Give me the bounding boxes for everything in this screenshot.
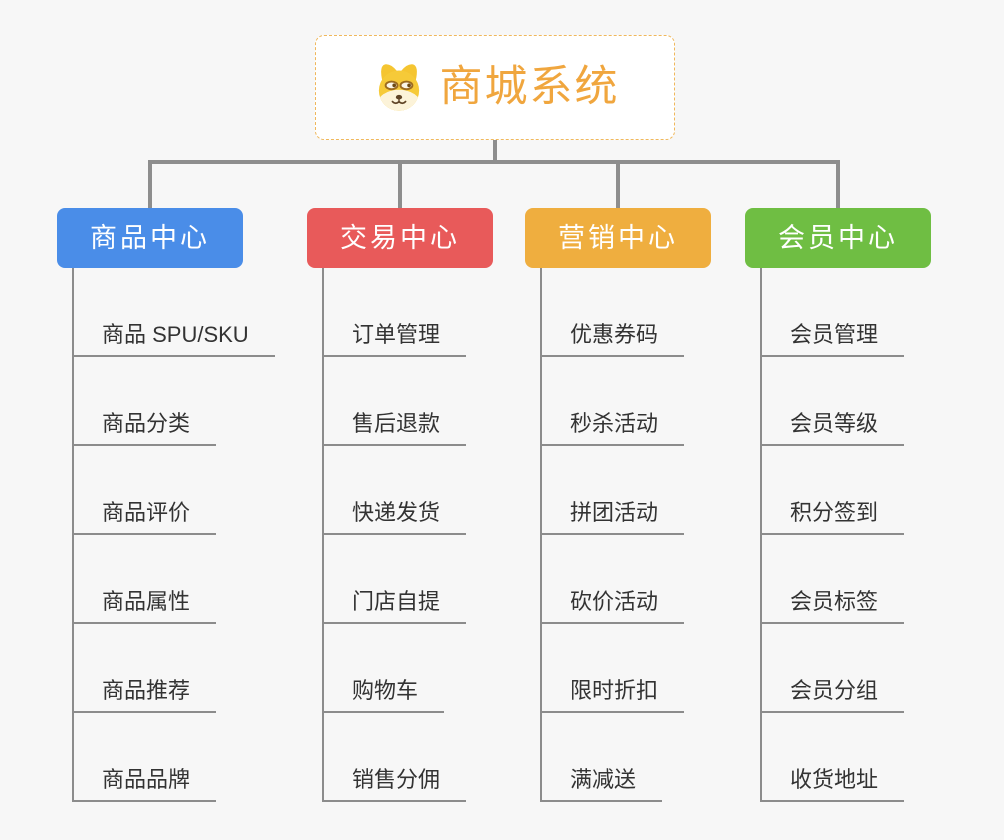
child-topic-label: 售后退款 (322, 411, 467, 446)
branch-children: 会员管理会员等级积分签到会员标签会员分组收货地址 (760, 268, 905, 802)
branch-header-label: 营销中心 (558, 222, 678, 253)
child-topic[interactable]: 门店自提 (322, 535, 467, 624)
child-topic-label: 订单管理 (322, 322, 467, 357)
child-topic-label: 商品品牌 (72, 767, 217, 802)
branch-header-label: 交易中心 (340, 222, 460, 253)
branch: 会员中心 会员管理会员等级积分签到会员标签会员分组收货地址 (745, 208, 995, 808)
branch-header[interactable]: 商品中心 (57, 208, 243, 268)
connector-drop-line (616, 160, 620, 208)
child-topic-label: 砍价活动 (540, 589, 685, 624)
child-topic-label: 满减送 (540, 767, 663, 802)
child-topic[interactable]: 优惠券码 (540, 268, 685, 357)
connector-branch-line (540, 268, 542, 802)
child-topic-label: 优惠券码 (540, 322, 685, 357)
child-topic[interactable]: 拼团活动 (540, 446, 685, 535)
child-topic[interactable]: 会员管理 (760, 268, 905, 357)
child-topic-label: 收货地址 (760, 767, 905, 802)
branch-children: 优惠券码秒杀活动拼团活动砍价活动限时折扣满减送 (540, 268, 685, 802)
child-topic[interactable]: 限时折扣 (540, 624, 685, 713)
connector-horizontal-bar (148, 160, 840, 164)
child-topic-label: 商品评价 (72, 500, 217, 535)
branch-children: 商品 SPU/SKU 商品分类商品评价商品属性商品推荐商品品牌 (72, 268, 275, 802)
connector-drop-line (398, 160, 402, 208)
child-topic[interactable]: 销售分佣 (322, 713, 467, 802)
child-topic-label: 积分签到 (760, 500, 905, 535)
child-topic[interactable]: 商品属性 (72, 535, 275, 624)
child-topic[interactable]: 会员标签 (760, 535, 905, 624)
branch: 营销中心 优惠券码秒杀活动拼团活动砍价活动限时折扣满减送 (525, 208, 775, 808)
connector-branch-line (760, 268, 762, 802)
dog-face-icon (371, 60, 427, 116)
connector-branch-line (72, 268, 74, 802)
child-topic[interactable]: 商品 SPU/SKU (72, 268, 275, 357)
branch-header[interactable]: 营销中心 (525, 208, 711, 268)
child-topic[interactable]: 积分签到 (760, 446, 905, 535)
child-topic[interactable]: 秒杀活动 (540, 357, 685, 446)
child-topic[interactable]: 购物车 (322, 624, 466, 713)
branch: 交易中心 订单管理售后退款快递发货门店自提购物车销售分佣 (307, 208, 557, 808)
connector-branch-line (322, 268, 324, 802)
branch: 商品中心 商品 SPU/SKU 商品分类商品评价商品属性商品推荐商品品牌 (57, 208, 307, 808)
connector-drop-line (836, 160, 840, 208)
child-topic-label: 商品推荐 (72, 678, 217, 713)
child-topic-label: 秒杀活动 (540, 411, 685, 446)
root-topic[interactable]: 商城系统 (315, 35, 675, 140)
child-topic-label: 快递发货 (322, 500, 467, 535)
child-topic[interactable]: 订单管理 (322, 268, 467, 357)
child-topic[interactable]: 砍价活动 (540, 535, 685, 624)
root-topic-label: 商城系统 (439, 63, 620, 111)
child-topic[interactable]: 满减送 (540, 713, 684, 802)
child-topic-label: 会员标签 (760, 589, 905, 624)
child-topic-label: 购物车 (322, 678, 445, 713)
child-topic-label: 销售分佣 (322, 767, 467, 802)
child-topic[interactable]: 商品品牌 (72, 713, 275, 802)
child-topic[interactable]: 商品分类 (72, 357, 275, 446)
connector-drop-line (148, 160, 152, 208)
branch-header-label: 商品中心 (90, 222, 210, 253)
branch-header-label: 会员中心 (778, 222, 898, 253)
child-topic-label: 拼团活动 (540, 500, 685, 535)
child-topic-label: 门店自提 (322, 589, 467, 624)
child-topic-label: 会员等级 (760, 411, 905, 446)
child-topic[interactable]: 会员等级 (760, 357, 905, 446)
child-topic-label: 商品分类 (72, 411, 217, 446)
child-topic[interactable]: 售后退款 (322, 357, 467, 446)
branch-header[interactable]: 会员中心 (745, 208, 931, 268)
child-topic[interactable]: 会员分组 (760, 624, 905, 713)
branch-header[interactable]: 交易中心 (307, 208, 493, 268)
child-topic[interactable]: 商品评价 (72, 446, 275, 535)
child-topic-label: 限时折扣 (540, 678, 685, 713)
branch-children: 订单管理售后退款快递发货门店自提购物车销售分佣 (322, 268, 467, 802)
child-topic-label: 会员分组 (760, 678, 905, 713)
child-topic[interactable]: 收货地址 (760, 713, 905, 802)
child-topic-label: 商品属性 (72, 589, 217, 624)
child-topic-label: 商品 SPU/SKU (72, 322, 275, 357)
connector-root-stem (493, 140, 497, 164)
child-topic-label: 会员管理 (760, 322, 905, 357)
child-topic[interactable]: 商品推荐 (72, 624, 275, 713)
child-topic[interactable]: 快递发货 (322, 446, 467, 535)
